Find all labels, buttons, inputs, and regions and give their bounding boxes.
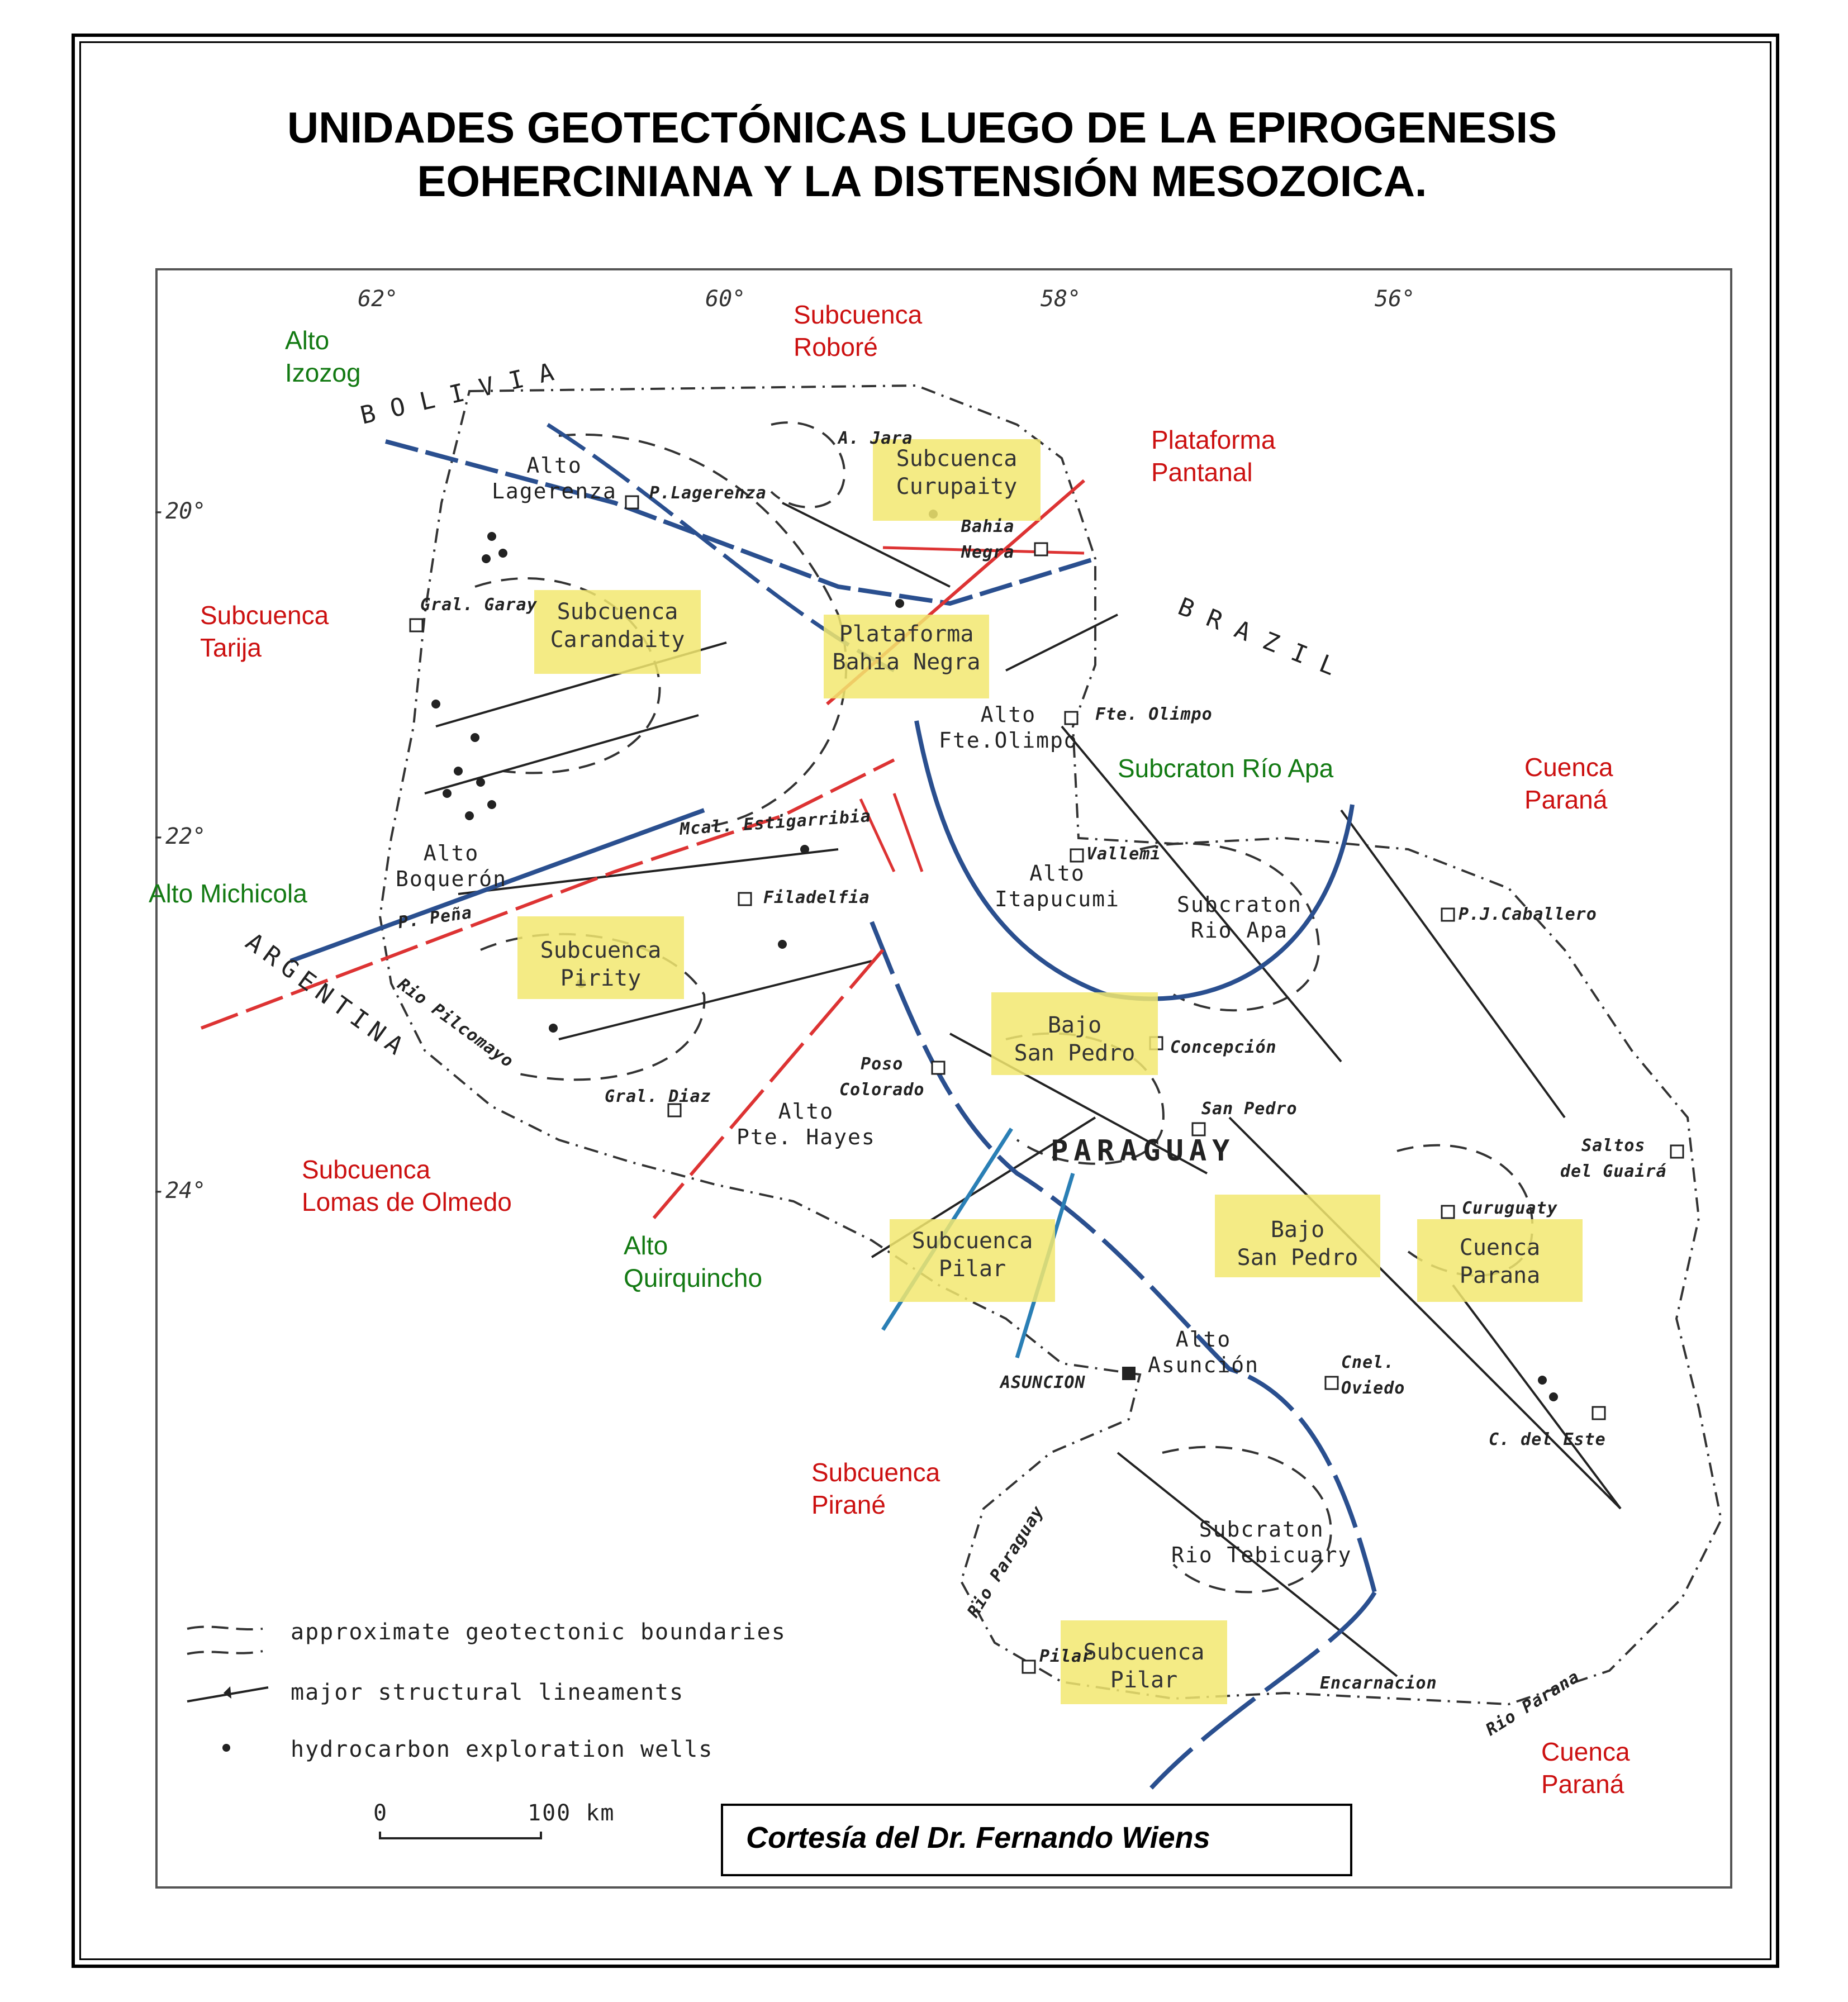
legend-scale-zero: 0 — [373, 1800, 388, 1826]
highlight-curupaity — [873, 439, 1041, 521]
page-title-line2: EOHERCINIANA Y LA DISTENSIÓN MESOZOICA. — [417, 156, 1427, 206]
unit-bajo-san-pedro-2: Bajo San Pedro — [1237, 1217, 1358, 1271]
legend-lineaments: major structural lineaments — [291, 1680, 685, 1705]
label-subcuenca-lomas-de-olmedo: Subcuenca Lomas de Olmedo — [302, 1155, 512, 1216]
map-label-subcraton-rio-apa: Subcraton Rio Apa — [1177, 892, 1302, 943]
map-label-concepcion: Concepción — [1170, 1038, 1277, 1057]
map-label-alto-fte-olimpo: Alto Fte.Olimpo — [939, 702, 1078, 753]
highlight-cuenca-parana — [1417, 1219, 1583, 1302]
map-label-subcraton-rio-tebicuary: Subcraton Rio Tebicuary — [1171, 1517, 1352, 1567]
map-frame — [155, 268, 1732, 1889]
outer-frame — [72, 34, 1779, 1968]
map-label-alto-boqueron: Alto Boquerón — [396, 841, 507, 891]
page-title-line1: UNIDADES GEOTECTÓNICAS LUEGO DE LA EPIRO… — [287, 103, 1557, 152]
unit-cuenca-parana: Cuenca Parana — [1459, 1235, 1541, 1288]
label-plataforma-pantanal: Plataforma Pantanal — [1151, 425, 1276, 487]
map-label-san-pedro: San Pedro — [1201, 1099, 1298, 1119]
coord-lat-24: -24° — [152, 1178, 206, 1204]
map-label-filadelfia: Filadelfia — [763, 888, 870, 907]
inner-frame — [79, 41, 1771, 1960]
highlight-bajo-san-pedro-1 — [991, 992, 1158, 1075]
map-label-gral-diaz: Gral. Diaz — [605, 1087, 711, 1106]
country-paraguay: PARAGUAY — [1051, 1134, 1236, 1168]
map-label-pj-caballero: P.J.Caballero — [1459, 905, 1597, 924]
label-subcuenca-robore: Subcuenca Roboré — [794, 300, 923, 362]
map-label-cnel-oviedo: Cnel. Oviedo — [1341, 1353, 1405, 1398]
map-label-curuguaty: Curuguaty — [1462, 1199, 1558, 1218]
highlight-pilar-1 — [890, 1219, 1055, 1302]
legend-boundaries: approximate geotectonic boundaries — [291, 1619, 786, 1645]
coord-lon-58: 58° — [1041, 286, 1081, 312]
unit-pilar-2: Subcuenca Pilar — [1083, 1639, 1205, 1693]
highlight-bahia-negra — [824, 615, 989, 698]
map-label-alto-itapucumi: Alto Itapucumi — [995, 861, 1120, 911]
highlight-pilar-2 — [1061, 1620, 1227, 1704]
map-label-saltos-del-guaira: Saltos del Guairá — [1560, 1136, 1667, 1181]
unit-bahia-negra: Plataforma Bahia Negra — [832, 621, 981, 675]
label-subcuenca-pirane: Subcuenca Pirané — [811, 1458, 940, 1519]
highlight-pirity — [517, 916, 684, 999]
map-label-encarnacion: Encarnacion — [1320, 1673, 1437, 1693]
label-cuenca-parana-2: Cuenca Paraná — [1541, 1737, 1630, 1799]
credit-text: Cortesía del Dr. Fernando Wiens — [746, 1821, 1210, 1854]
unit-curupaity: Subcuenca Curupaity — [896, 446, 1018, 500]
coord-lat-22: -22° — [152, 824, 206, 849]
map-label-alto-asuncion: Alto Asunción — [1148, 1327, 1260, 1377]
coord-lon-62: 62° — [358, 286, 398, 312]
map-label-asuncion: ASUNCION — [1000, 1373, 1086, 1392]
coord-lat-20: -20° — [152, 498, 206, 524]
credit-box — [721, 1804, 1352, 1876]
highlight-bajo-san-pedro-2 — [1215, 1195, 1380, 1277]
unit-bajo-san-pedro-1: Bajo San Pedro — [1014, 1012, 1136, 1066]
map-label-pilar: Pilar — [1039, 1647, 1093, 1666]
unit-pirity: Subcuenca Pirity — [540, 938, 662, 991]
map-label-vallemi: Vallemi — [1086, 844, 1161, 864]
label-alto-quirquincho: Alto Quirquincho — [624, 1231, 763, 1292]
legend-wells: hydrocarbon exploration wells — [291, 1737, 714, 1762]
label-cuenca-parana-1: Cuenca Paraná — [1524, 753, 1613, 814]
label-alto-izozog: Alto Izozog — [285, 326, 361, 387]
map-label-gral-garay: Gral. Garay — [420, 595, 538, 615]
map-label-alto-lagerenza: Alto Lagerenza — [492, 453, 617, 503]
map-label-poso-colorado: Poso Colorado — [839, 1054, 925, 1100]
label-subcuenca-tarija: Subcuenca Tarija — [200, 601, 329, 662]
map-label-a-jara: A. Jara — [838, 429, 913, 448]
unit-carandaity: Subcuenca Carandaity — [550, 599, 685, 653]
map-label-c-del-este: C. del Este — [1489, 1430, 1606, 1449]
map-label-bahia-negra: Bahia Negra — [961, 517, 1015, 562]
map-label-alto-pte-hayes: Alto Pte. Hayes — [737, 1099, 876, 1149]
highlight-carandaity — [534, 590, 701, 674]
map-label-p-lagerenza: P.Lagerenza — [649, 483, 767, 503]
label-subcraton-rio-apa: Subcraton Río Apa — [1118, 754, 1334, 783]
legend-scale-100km: 100 km — [528, 1800, 615, 1826]
coord-lon-56: 56° — [1375, 286, 1415, 312]
unit-pilar-1: Subcuenca Pilar — [911, 1228, 1033, 1282]
coord-lon-60: 60° — [705, 286, 746, 312]
label-alto-michicola: Alto Michicola — [149, 879, 307, 908]
map-label-fte-olimpo: Fte. Olimpo — [1095, 705, 1213, 724]
